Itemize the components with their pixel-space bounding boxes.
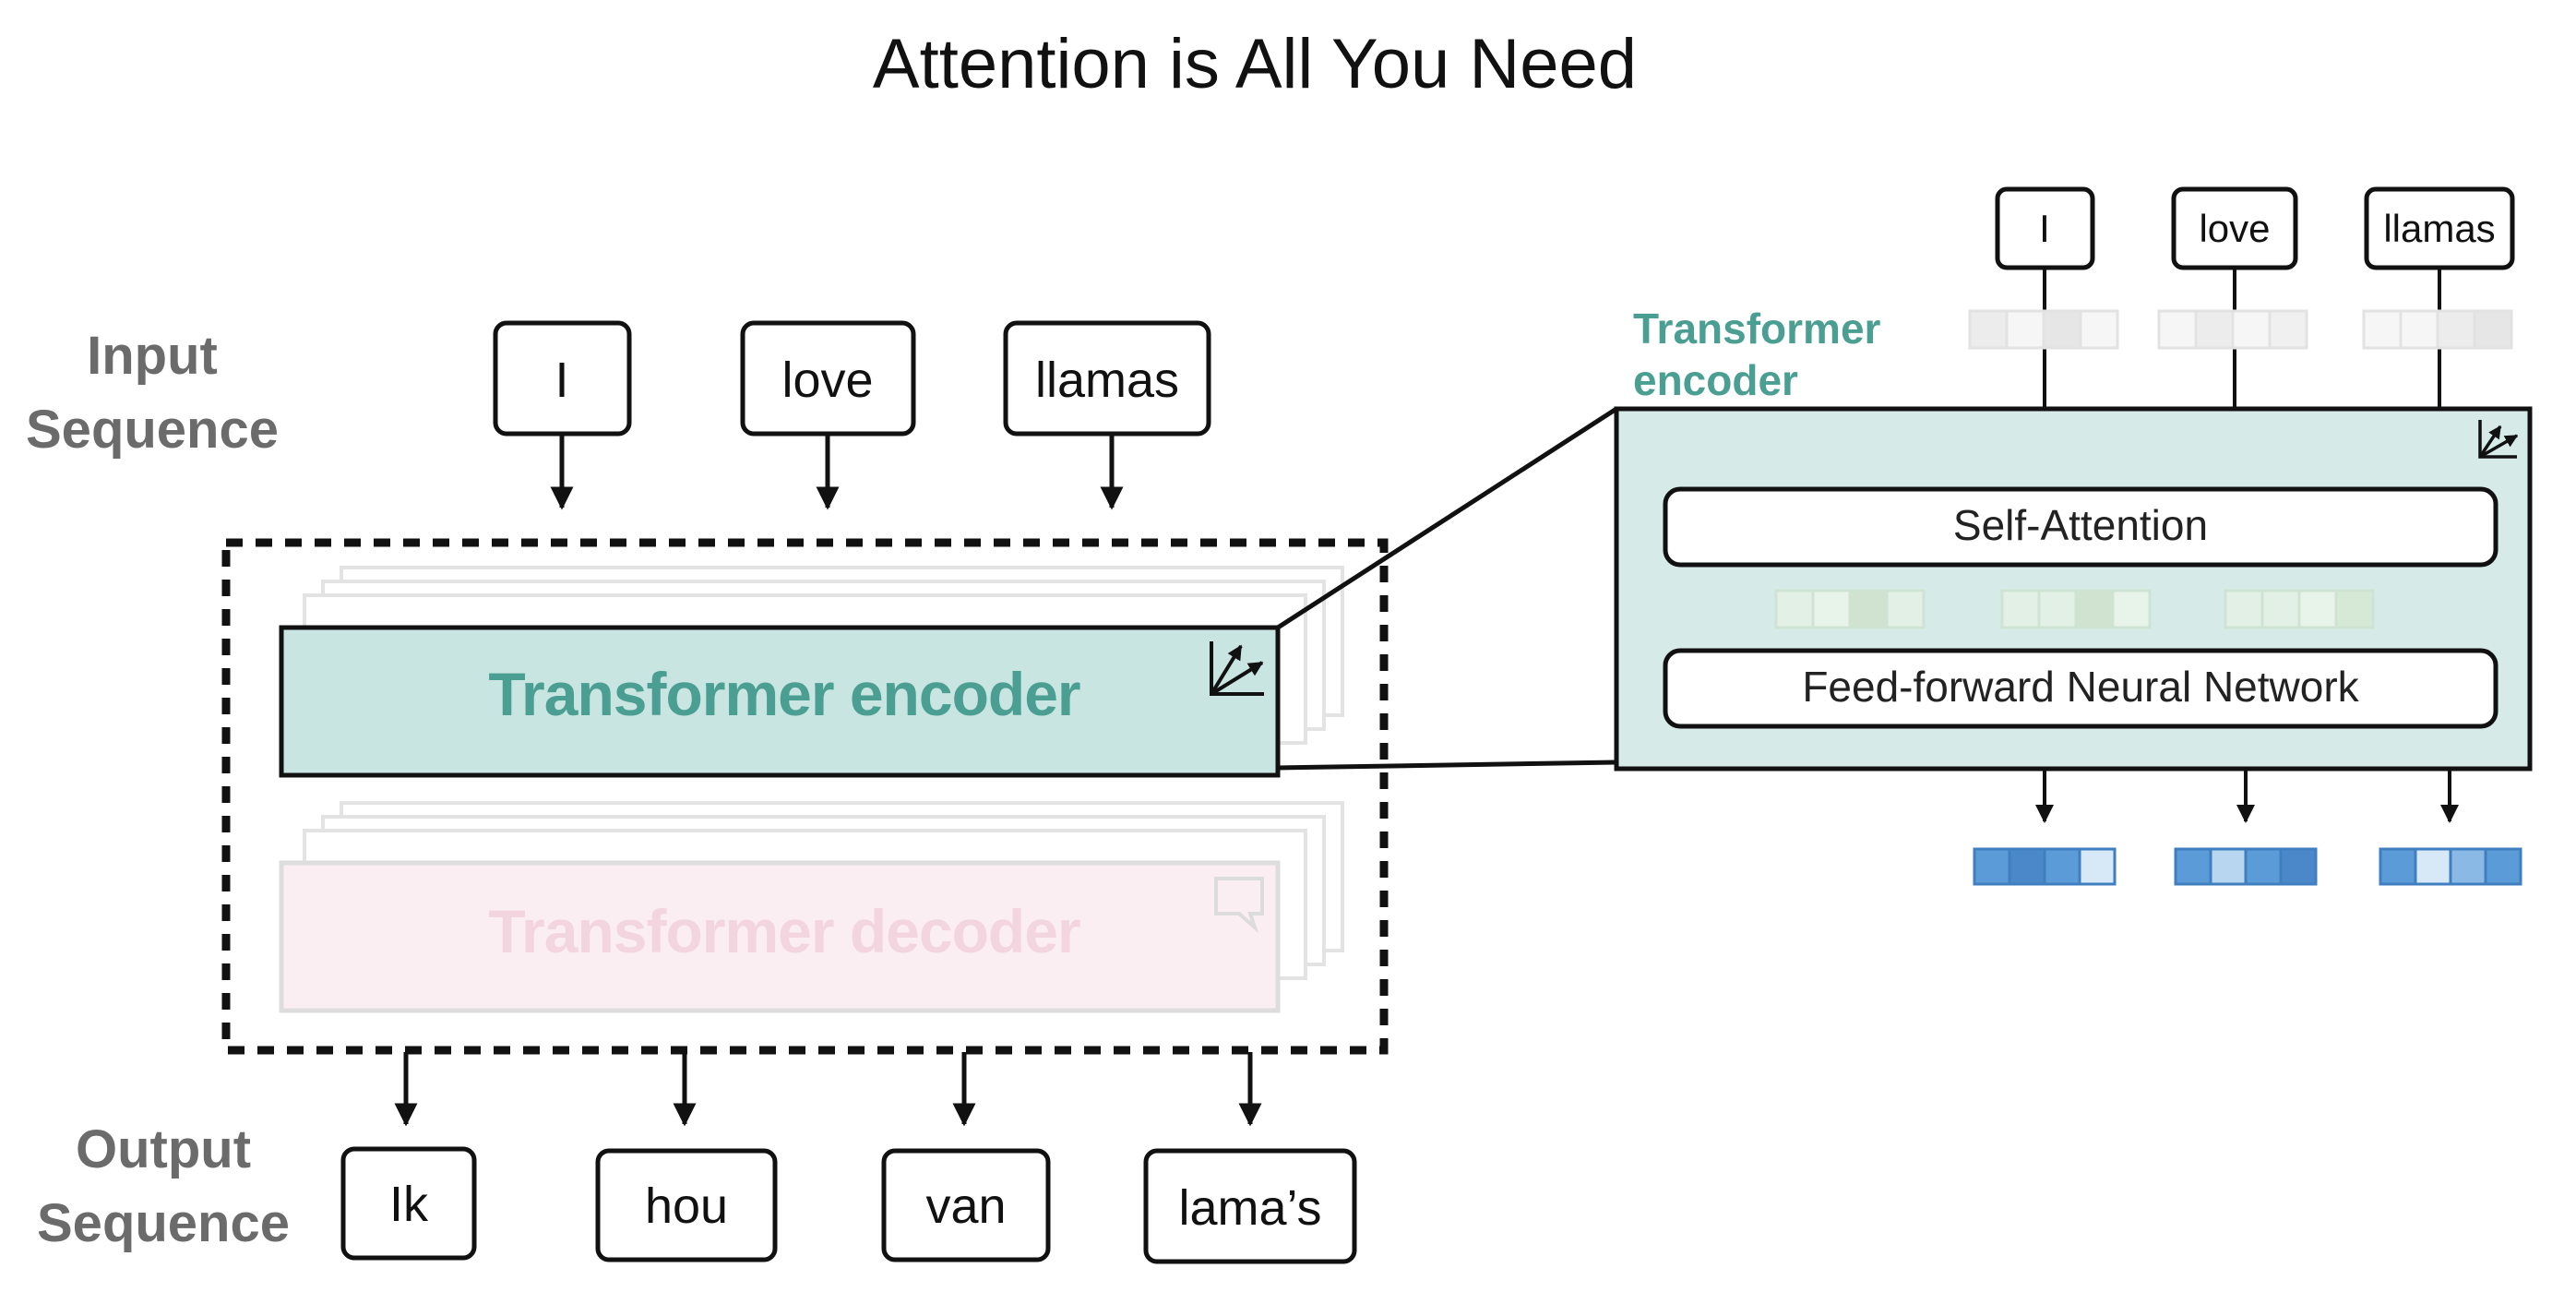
detail-token-label: llamas xyxy=(2383,207,2495,250)
embedding-vector xyxy=(2362,309,2513,350)
input-token: llamas xyxy=(1003,320,1211,437)
speech-bubble-icon xyxy=(1214,877,1264,934)
output-vector xyxy=(2174,847,2318,886)
output-vector xyxy=(2379,847,2522,886)
output-sequence-label: Output Sequence xyxy=(37,1119,290,1253)
input-sequence-label-line1: Input xyxy=(87,326,218,386)
feed-forward-label: Feed-forward Neural Network xyxy=(1802,663,2359,711)
feed-forward-layer: Feed-forward Neural Network xyxy=(1663,648,2498,729)
detail-token: I xyxy=(1995,186,2095,270)
output-token: van xyxy=(881,1148,1051,1262)
diagram-title: Attention is All You Need xyxy=(873,25,1637,103)
output-token-label: Ik xyxy=(389,1177,429,1232)
detail-encoder-label-line2: encoder xyxy=(1633,356,1798,404)
output-sequence-label-line1: Output xyxy=(76,1119,251,1179)
intermediate-vector xyxy=(2000,589,2152,629)
detail-encoder-label: Transformer encoder xyxy=(1633,305,1881,404)
self-attention-layer: Self-Attention xyxy=(1663,486,2498,568)
detail-token: love xyxy=(2171,186,2298,270)
intermediate-vector xyxy=(2224,589,2375,629)
detail-token-label: I xyxy=(2039,207,2050,250)
decoder-label: Transformer decoder xyxy=(488,897,1080,965)
zoom-connectors xyxy=(1276,406,1618,771)
output-vector xyxy=(1973,847,2117,886)
output-token-label: hou xyxy=(645,1178,728,1234)
intermediate-vector xyxy=(1774,589,1926,629)
input-token: I xyxy=(493,320,632,437)
vector-axes-icon xyxy=(1210,641,1264,696)
detail-token-label: love xyxy=(2199,207,2270,250)
input-token-label: love xyxy=(781,353,873,408)
embedding-vector xyxy=(1968,309,2119,350)
output-token: lama’s xyxy=(1143,1148,1357,1264)
output-token: hou xyxy=(595,1148,778,1262)
output-token-label: lama’s xyxy=(1178,1180,1321,1236)
input-sequence-label: Input Sequence xyxy=(26,326,279,460)
embedding-vector xyxy=(2157,309,2308,350)
output-arrows xyxy=(394,1052,1262,1127)
output-token-label: van xyxy=(925,1178,1006,1234)
detail-encoder-label-line1: Transformer xyxy=(1633,305,1881,353)
output-token: Ik xyxy=(340,1146,477,1261)
encoder-label: Transformer encoder xyxy=(488,660,1080,728)
input-arrows xyxy=(550,434,1124,510)
input-token-label: llamas xyxy=(1035,353,1179,408)
model-container xyxy=(221,538,1389,1055)
encoder-block: Transformer encoder xyxy=(279,625,1281,778)
detail-token: llamas xyxy=(2364,186,2515,270)
detail-output-arrows xyxy=(2035,769,2459,823)
self-attention-label: Self-Attention xyxy=(1953,501,2208,549)
decoder-block: Transformer decoder xyxy=(279,860,1281,1013)
input-token-label: I xyxy=(555,353,568,408)
input-token: love xyxy=(740,320,916,437)
encoder-detail-panel: Self-Attention Feed-forward Neural Netwo… xyxy=(1614,406,2533,772)
vector-axes-icon xyxy=(2478,420,2519,459)
output-sequence-label-line2: Sequence xyxy=(37,1193,290,1253)
input-sequence-label-line2: Sequence xyxy=(26,400,279,460)
